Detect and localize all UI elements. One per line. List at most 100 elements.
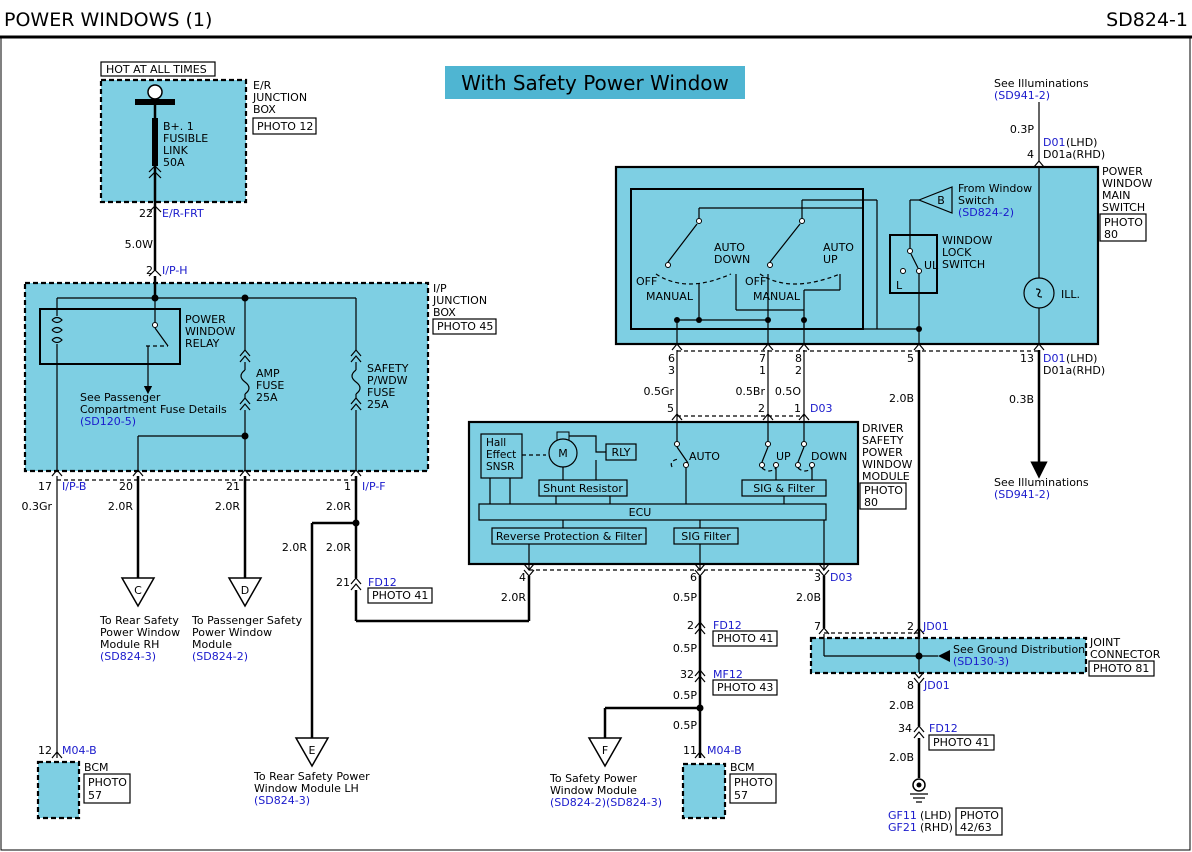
- joint-photo: PHOTO 81: [1093, 662, 1149, 675]
- driver-module: 5 2 1 D03 DRIVER SAFETY POWER WINDOW MOD…: [467, 402, 912, 584]
- conn-e-ref[interactable]: (SD824-3): [254, 794, 310, 807]
- gf21: GF21: [888, 821, 917, 834]
- conn-c-label-2: Power Window: [100, 626, 180, 639]
- wire-er-to-ip: 5.0W 2 I/P-H: [125, 212, 188, 277]
- pin-17: 17: [38, 480, 52, 493]
- main-switch-title-3: MAIN: [1102, 189, 1131, 202]
- lock-switch-1: WINDOW: [942, 234, 992, 247]
- conn-er-frt: E/R-FRT: [162, 207, 204, 220]
- conn-f-label-2: Window Module: [550, 784, 637, 797]
- fd12-left: 21 FD12 PHOTO 41 2.0R: [336, 576, 531, 623]
- gf11: GF11: [888, 809, 917, 822]
- bcm-right: 11 M04-B BCM PHOTO 57: [681, 744, 777, 820]
- wire-0-5gr: 0.5Gr: [643, 385, 674, 398]
- pin-4: 4: [1027, 148, 1034, 161]
- pin-8: 8: [795, 352, 802, 365]
- see-ground: See Ground Distribution: [953, 643, 1085, 656]
- bcm-right-title: BCM: [730, 761, 755, 774]
- module-photo-1: PHOTO: [864, 484, 903, 497]
- main-switch: POWER WINDOW MAIN SWITCH PHOTO 80 OFF MA…: [614, 165, 1152, 346]
- conn-fd12-ground: FD12: [929, 722, 958, 735]
- connector-e: E To Rear Safety Power Window Module LH …: [253, 737, 370, 807]
- wire-0-3b: 0.3B: [1009, 393, 1034, 406]
- ecu-label: ECU: [629, 506, 652, 519]
- shunt-resistor: Shunt Resistor: [543, 482, 623, 495]
- conn-e-label-2: Window Module LH: [254, 782, 359, 795]
- auto-down-1: AUTO: [714, 241, 745, 254]
- conn-m04-b-right: M04-B: [707, 744, 742, 757]
- illum-bot-see: See Illuminations: [994, 476, 1089, 489]
- conn-fd12-mid: FD12: [713, 619, 742, 632]
- illum-bot: 13 D01 (LHD) D01a(RHD) 0.3B See Illumina…: [994, 350, 1105, 501]
- ground: 2.0B 34 FD12 PHOTO 41 2.0B GF11 (LHD) GF…: [888, 684, 1003, 836]
- module-bottom-wires: 0.5P 2.0B 2 FD12 PHOTO 41 0.5P 32 MF12 P…: [603, 576, 826, 758]
- joint-connector: 7 2 JD01 JOINT CONNECTOR PHOTO 81 See Gr…: [809, 620, 1161, 692]
- off-2: OFF: [745, 275, 766, 288]
- er-junction-box: HOT AT ALL TIMES E/R JUNCTION BOX PHOTO …: [99, 61, 317, 220]
- illum-top: See Illuminations (SD941-2) 0.3P D01 (LH…: [994, 77, 1105, 168]
- module-title-4: WINDOW: [862, 458, 912, 471]
- fusible-link-label-2: FUSIBLE: [163, 132, 208, 145]
- main-switch-photo-2: 80: [1104, 228, 1118, 241]
- safety-fuse-label-4: 25A: [367, 398, 389, 411]
- illum-top-ref[interactable]: (SD941-2): [994, 89, 1050, 102]
- relay-label-3: RELAY: [185, 337, 220, 350]
- conn-d-label-3: Module: [192, 638, 232, 651]
- joint-pin-8: 8: [907, 679, 914, 692]
- pin-1b: 1: [759, 364, 766, 377]
- conn-d01a-top: D01a(RHD): [1043, 148, 1105, 161]
- see-passenger-ref: (SD120-5): [80, 415, 136, 428]
- pin-22: 22: [139, 207, 153, 220]
- joint-title-1: JOINT: [1089, 636, 1120, 649]
- wire-2-0b-g1: 2.0B: [889, 699, 914, 712]
- mod-conn-d03-top: D03: [810, 402, 832, 415]
- conn-c-ref[interactable]: (SD824-3): [100, 650, 156, 663]
- bcm-left-photo-2: 57: [88, 789, 102, 802]
- page-code: SD824-1: [1106, 9, 1188, 31]
- auto-up-1: AUTO: [823, 241, 854, 254]
- conn-fd12-left: FD12: [368, 576, 397, 589]
- relay-rly: RLY: [611, 446, 630, 459]
- er-box-title-2: JUNCTION: [252, 91, 307, 104]
- wire-2-0b-sw: 2.0B: [889, 392, 914, 405]
- conn-d-label-2: Power Window: [192, 626, 272, 639]
- see-ground-ref[interactable]: (SD130-3): [953, 655, 1009, 668]
- switch-pins: 6 3 7 1 8 2 5 0.5Gr 0.5Br 0.5O 2.0B: [643, 343, 1045, 650]
- pin-5: 5: [907, 352, 914, 365]
- hall-label-3: SNSR: [486, 461, 514, 473]
- pin-2: 2: [146, 264, 153, 277]
- illum-bot-ref[interactable]: (SD941-2): [994, 488, 1050, 501]
- from-window-switch-ref[interactable]: (SD824-2): [958, 206, 1014, 219]
- fusible-link-label-4: 50A: [163, 156, 185, 169]
- conn-f-ref[interactable]: (SD824-2)(SD824-3): [550, 796, 662, 809]
- relay-label-2: WINDOW: [185, 325, 235, 338]
- off-1: OFF: [636, 275, 657, 288]
- header: POWER WINDOWS (1) SD824-1: [0, 9, 1192, 851]
- mod-pin-5: 5: [667, 402, 674, 415]
- banner-text: With Safety Power Window: [461, 71, 729, 95]
- ground-photo-1: PHOTO: [960, 809, 999, 822]
- ul-label: UL: [924, 259, 939, 272]
- conn-d-ref[interactable]: (SD824-2): [192, 650, 248, 663]
- auto-up-2: UP: [823, 253, 838, 266]
- down-label: DOWN: [811, 450, 847, 463]
- wire-0-5p-a: 0.5P: [673, 591, 697, 604]
- module-title-2: SAFETY: [862, 434, 904, 447]
- joint-pin-2: 2: [907, 620, 914, 633]
- lock-switch-3: SWITCH: [942, 258, 985, 271]
- relay-label-1: POWER: [185, 313, 226, 326]
- module-title-5: MODULE: [862, 470, 910, 483]
- fd12-left-photo: PHOTO 41: [372, 589, 428, 602]
- conn-c-label-1: To Rear Safety: [99, 614, 179, 627]
- conn-d-letter: D: [241, 584, 249, 597]
- ip-box-title-2: JUNCTION: [432, 294, 487, 307]
- fusible-link-label-1: B+. 1: [163, 120, 194, 133]
- wire-split-a: 2.0R: [282, 541, 307, 554]
- conn-ip-b: I/P-B: [62, 480, 86, 493]
- bcm-right-photo-1: PHOTO: [734, 776, 773, 789]
- wire-0-5br: 0.5Br: [735, 385, 765, 398]
- wire-2-0b-mod: 2.0B: [796, 591, 821, 604]
- safety-fuse-label-1: SAFETY: [367, 362, 409, 375]
- connector-d: D To Passenger Safety Power Window Modul…: [191, 577, 303, 663]
- amp-fuse-label-2: FUSE: [256, 379, 284, 392]
